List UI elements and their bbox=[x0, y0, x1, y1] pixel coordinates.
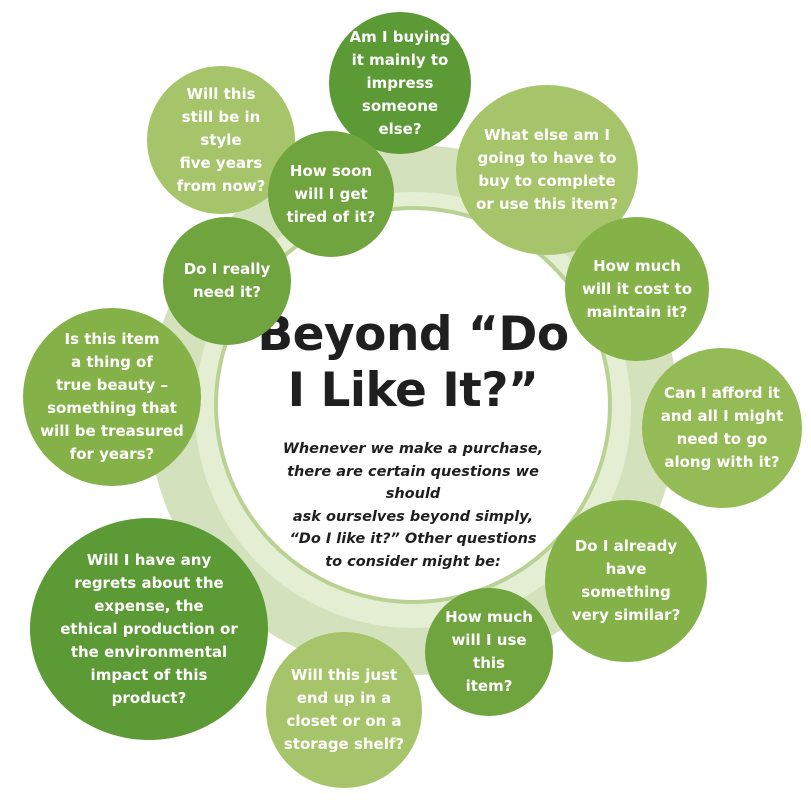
question-bubble-usage: How much will I use this item? bbox=[425, 588, 553, 716]
question-bubble-afford-it: Can I afford it and all I might need to … bbox=[642, 348, 802, 508]
question-bubble-maintenance-cost: How much will it cost to maintain it? bbox=[565, 217, 709, 361]
question-bubble-regrets: Will I have any regrets about the expens… bbox=[30, 518, 268, 740]
question-text: Will I have any regrets about the expens… bbox=[60, 550, 238, 707]
question-text: Will this just end up in a closet or on … bbox=[283, 666, 405, 753]
question-text: Can I afford it and all I might need to … bbox=[660, 384, 784, 471]
question-bubble-really-need: Do I really need it? bbox=[163, 217, 291, 345]
question-text: Do I already have something very similar… bbox=[571, 537, 681, 624]
question-bubble-closet: Will this just end up in a closet or on … bbox=[266, 632, 422, 788]
question-text: How much will I use this item? bbox=[445, 608, 533, 695]
question-text: Is this item a thing of true beauty – so… bbox=[40, 330, 184, 463]
question-text: Am I buying it mainly to impress someone… bbox=[349, 27, 451, 138]
question-bubble-impress: Am I buying it mainly to impress someone… bbox=[329, 12, 471, 154]
diagram-title: Beyond “Do I Like It?” bbox=[257, 307, 569, 418]
question-bubble-true-beauty: Is this item a thing of true beauty – so… bbox=[23, 308, 201, 486]
question-text: Do I really need it? bbox=[183, 260, 271, 301]
question-bubble-already-have: Do I already have something very similar… bbox=[545, 500, 707, 662]
question-bubble-tired-of-it-front: How soon will I get tired of it? bbox=[268, 131, 394, 257]
question-text: How much will it cost to maintain it? bbox=[581, 256, 693, 321]
question-text: Will this still be in style five years f… bbox=[176, 84, 266, 195]
question-text: What else am I going to have to buy to c… bbox=[476, 126, 618, 213]
question-text: How soon will I get tired of it? bbox=[286, 161, 376, 226]
diagram-intro-text: Whenever we make a purchase, there are c… bbox=[282, 441, 544, 570]
